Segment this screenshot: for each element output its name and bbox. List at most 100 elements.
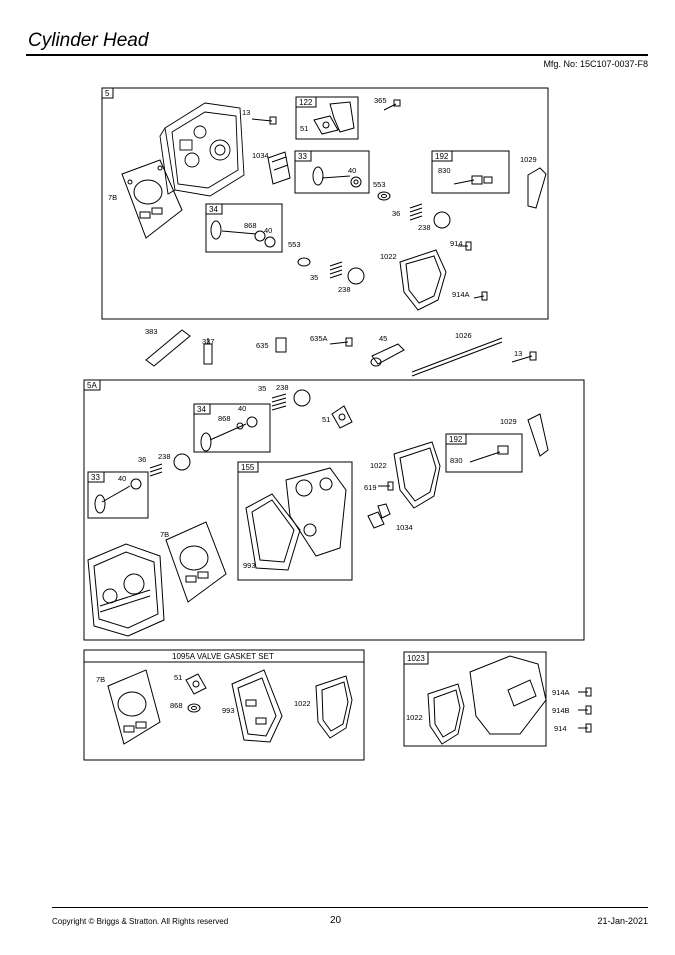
page-title: Cylinder Head <box>28 30 149 51</box>
seal-icon-868 <box>187 703 201 713</box>
box-192-tag <box>431 150 453 162</box>
box-34-label: 34 <box>209 205 218 214</box>
label-q619: 619 <box>364 483 377 492</box>
valve-gasket-set-label: 1095A VALVE GASKET SET <box>172 652 274 661</box>
box-122 <box>295 96 359 140</box>
label-s1022: 1022 <box>406 713 423 722</box>
label-r993: 993 <box>222 706 235 715</box>
valve-cover-icon <box>469 655 547 735</box>
label-13: 13 <box>242 108 250 117</box>
label-1026: 1026 <box>455 331 472 340</box>
screw-icon-5 <box>578 687 592 697</box>
box-33 <box>294 150 370 194</box>
bolt-icon-2 <box>511 351 537 363</box>
retainer-icon-4 <box>173 453 191 471</box>
head-gasket-icon-3 <box>107 669 161 745</box>
box-33b-tag <box>87 471 105 483</box>
retainer-icon-3 <box>293 389 311 407</box>
seal-icon <box>377 191 391 201</box>
box-34b-label: 34 <box>197 405 206 414</box>
footer-copyright: Copyright © Briggs & Stratton. All Right… <box>52 917 229 926</box>
label-q40: 40 <box>238 404 246 413</box>
label-1029: 1029 <box>520 155 537 164</box>
retainer-icon <box>433 211 451 229</box>
spark-plug-icon <box>203 338 213 365</box>
box-33-tag <box>294 150 312 162</box>
box-34-tag <box>205 203 223 215</box>
cylinder-head-icon-2 <box>87 543 165 637</box>
group-5-label: 5 <box>105 89 110 98</box>
valve-gasket-set-frame <box>83 649 365 761</box>
head-gasket-icon-2 <box>165 521 227 603</box>
label-q7b: 7B <box>160 530 169 539</box>
group-5a-frame <box>83 379 585 641</box>
label-635: 635 <box>256 341 269 350</box>
push-rod-icon <box>411 337 503 377</box>
label-40: 40 <box>348 166 356 175</box>
label-35: 35 <box>310 273 318 282</box>
spring-icon-2 <box>329 261 343 279</box>
breather-tube-icon <box>453 175 493 185</box>
label-r1022: 1022 <box>294 699 311 708</box>
label-q993: 993 <box>243 561 256 570</box>
box-192b-label: 192 <box>449 435 463 444</box>
group-1023-frame <box>403 651 547 747</box>
label-830: 830 <box>438 166 451 175</box>
label-q238: 238 <box>276 383 289 392</box>
label-868: 868 <box>244 221 257 230</box>
label-238b: 238 <box>338 285 351 294</box>
head-gasket-icon <box>121 159 183 239</box>
group-1023-label: 1023 <box>407 654 425 663</box>
label-q238b: 238 <box>158 452 171 461</box>
label-914: 914 <box>450 239 463 248</box>
group-5-frame <box>101 87 549 320</box>
retainer-icon-2 <box>347 267 365 285</box>
screw-icon <box>383 99 401 111</box>
box-155 <box>237 461 353 581</box>
label-635a: 635A <box>310 334 328 343</box>
group-1023-tag <box>403 651 429 665</box>
box-192-label: 192 <box>435 152 449 161</box>
label-914a: 914A <box>452 290 470 299</box>
box-34b <box>193 403 271 453</box>
label-q36: 36 <box>138 455 146 464</box>
spring-icon-4 <box>149 463 163 477</box>
bracket-icon-2 <box>527 413 549 457</box>
valve-cover-gasket-icon-2 <box>393 441 441 509</box>
box-33b-label: 33 <box>91 473 100 482</box>
label-r7b: 7B <box>96 675 105 684</box>
screw-icon-7 <box>578 723 592 733</box>
label-r868: 868 <box>170 701 183 710</box>
label-1034: 1034 <box>252 151 269 160</box>
label-q35: 35 <box>258 384 266 393</box>
box-122-tag <box>295 96 317 108</box>
label-q868: 868 <box>218 414 231 423</box>
footer-page-number: 20 <box>330 915 342 926</box>
group-5a-tag <box>83 379 101 391</box>
label-q1029: 1029 <box>500 417 517 426</box>
footer-rule <box>52 907 648 908</box>
label-q1022: 1022 <box>370 461 387 470</box>
box-155-tag <box>237 461 259 473</box>
screw-icon-6 <box>578 705 592 715</box>
label-36: 36 <box>392 209 400 218</box>
spring-icon <box>409 203 423 221</box>
label-238: 238 <box>418 223 431 232</box>
valve-cover-gasket-icon <box>399 249 447 311</box>
box-192 <box>431 150 510 194</box>
label-s914: 914 <box>554 724 567 733</box>
label-7b: 7B <box>108 193 117 202</box>
label-1022: 1022 <box>380 252 397 261</box>
screw-icon-3 <box>473 291 488 301</box>
label-13b: 13 <box>514 349 522 358</box>
gasket-icon-51-b <box>185 673 207 695</box>
bracket-icon <box>527 167 547 209</box>
breather-gasket-icon <box>313 101 355 135</box>
box-33b <box>87 471 149 519</box>
group-5-tag <box>101 87 114 99</box>
box-192b <box>445 433 523 473</box>
plate-icon-2 <box>367 503 391 529</box>
label-q51: 51 <box>322 415 330 424</box>
cylinder-head-icon <box>159 102 245 197</box>
